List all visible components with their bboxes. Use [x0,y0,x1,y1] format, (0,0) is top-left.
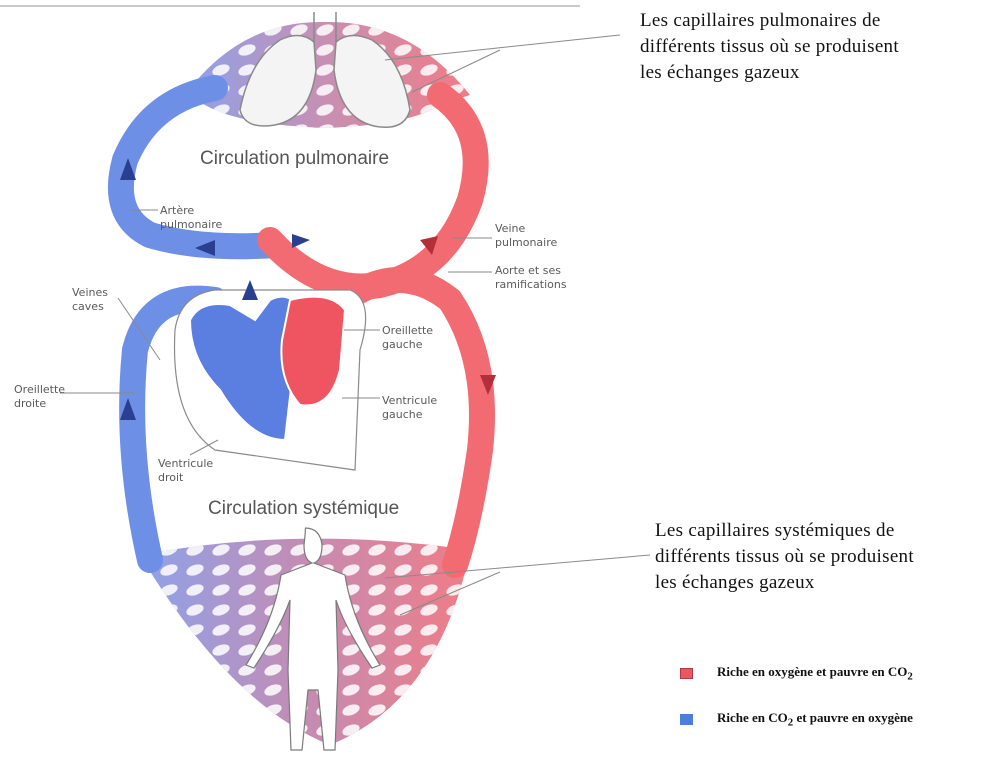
legend-co2-rich: Riche en CO2 et pauvre en oxygène [680,710,913,729]
label-oreillette-droite: Oreillette droite [14,383,69,410]
systemic-circulation-title: Circulation systémique [208,498,399,519]
systemic-capillaries-note: Les capillaires systémiques de différent… [655,518,914,596]
label-artere-pulmonaire: Artère pulmonaire [160,204,223,231]
co2-rich-swatch [680,714,693,725]
label-oreillette-gauche: Oreillette gauche [382,324,437,351]
legend-oxygen-rich-label: Riche en oxygène et pauvre en CO2 [717,664,913,683]
oxygen-rich-swatch [680,668,693,679]
legend-oxygen-rich: Riche en oxygène et pauvre en CO2 [680,664,913,683]
pulmonary-capillary-bed [185,22,470,128]
label-veines-caves: Veines caves [72,286,111,313]
pulmonary-capillaries-note: Les capillaires pulmonaires de différent… [640,8,899,86]
label-ventricule-gauche: Ventricule gauche [382,394,441,421]
legend-co2-rich-label: Riche en CO2 et pauvre en oxygène [717,710,913,729]
label-veine-pulmonaire: Veine pulmonaire [495,222,558,249]
systemic-note-line: les échanges gazeux [655,570,914,596]
pulmonary-note-line: Les capillaires pulmonaires de [640,8,899,34]
systemic-note-line: Les capillaires systémiques de [655,518,914,544]
pulmonary-circulation-title: Circulation pulmonaire [200,148,389,169]
label-ventricule-droit: Ventricule droit [158,457,217,484]
systemic-note-line: différents tissus où se produisent [655,544,914,570]
label-aorte: Aorte et ses ramifications [495,264,567,291]
pulmonary-note-line: les échanges gazeux [640,60,899,86]
pulmonary-note-line: différents tissus où se produisent [640,34,899,60]
